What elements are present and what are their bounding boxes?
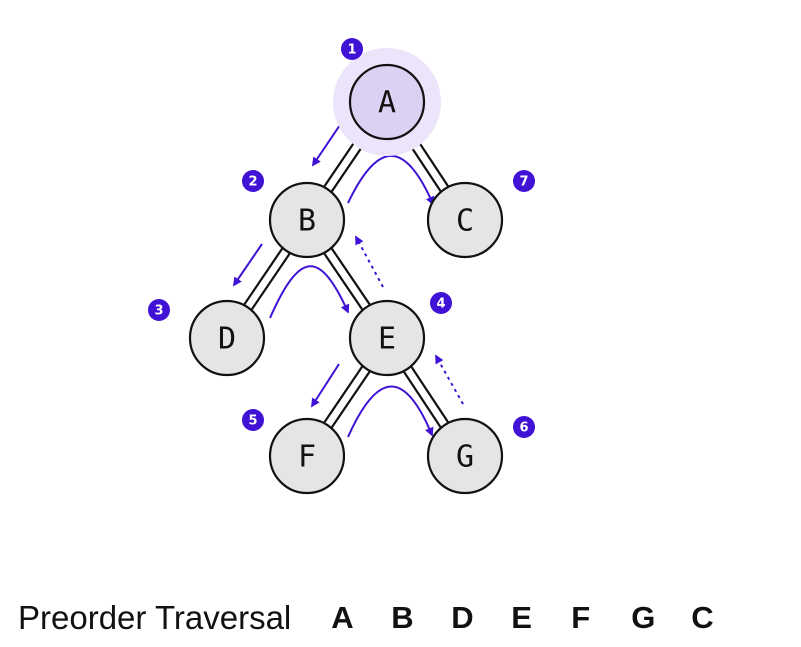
node-e: E4: [348, 292, 452, 377]
node-c: C7: [426, 170, 535, 259]
step-badge-b-label: 2: [248, 175, 257, 190]
node-f-circle: [268, 417, 346, 495]
node-d: D3: [148, 299, 266, 377]
step-badge-a: [341, 38, 363, 60]
node-f: F5: [242, 409, 346, 495]
order-item-2: B: [391, 600, 414, 635]
node-f-label: F: [298, 440, 316, 475]
step-badge-f: [242, 409, 264, 431]
step-badge-a-label: 1: [347, 43, 356, 58]
node-c-circle: [426, 181, 504, 259]
arrow-d-to-e: [269, 265, 350, 319]
node-a-label: A: [378, 86, 396, 121]
arrow-b-to-c: [347, 155, 435, 206]
arrow-b-to-d: [232, 243, 263, 287]
step-badge-e: [430, 292, 452, 314]
node-d-label: D: [218, 322, 236, 357]
arrow-f-to-g: [347, 385, 434, 438]
step-badge-b: [242, 170, 264, 192]
node-d-circle: [188, 299, 266, 377]
step-badge-d: [148, 299, 170, 321]
edges-layer: [222, 98, 470, 460]
node-b: B2: [242, 170, 346, 259]
order-item-1: A: [331, 600, 354, 635]
node-a: A1: [333, 38, 441, 156]
node-b-label: B: [298, 204, 316, 239]
arrow-e-to-f: [311, 363, 340, 408]
step-badge-f-label: 5: [248, 414, 257, 429]
step-badge-c-label: 7: [519, 175, 528, 190]
order-item-4: E: [511, 600, 532, 635]
arrow-g-return-e: [435, 354, 464, 405]
node-c-label: C: [456, 204, 474, 239]
step-badge-c: [513, 170, 535, 192]
node-e-circle: [348, 299, 426, 377]
node-b-circle: [268, 181, 346, 259]
node-g-circle: [426, 417, 504, 495]
node-a-circle: [348, 63, 426, 141]
arrow-e-return-b: [355, 235, 384, 288]
step-badge-e-label: 4: [436, 297, 445, 312]
order-item-6: G: [631, 600, 656, 635]
node-g-label: G: [456, 440, 474, 475]
arrow-a-to-b: [311, 121, 343, 167]
order-item-7: C: [691, 600, 714, 635]
order-item-5: F: [571, 600, 591, 635]
node-e-label: E: [378, 322, 396, 357]
step-badge-d-label: 3: [154, 304, 163, 319]
traversal-title: Preorder Traversal: [18, 599, 292, 636]
order-item-3: D: [451, 600, 474, 635]
traversal-arrows: [232, 121, 464, 438]
step-badge-g-label: 6: [519, 421, 528, 436]
node-g: G6: [426, 416, 535, 495]
step-badge-g: [513, 416, 535, 438]
